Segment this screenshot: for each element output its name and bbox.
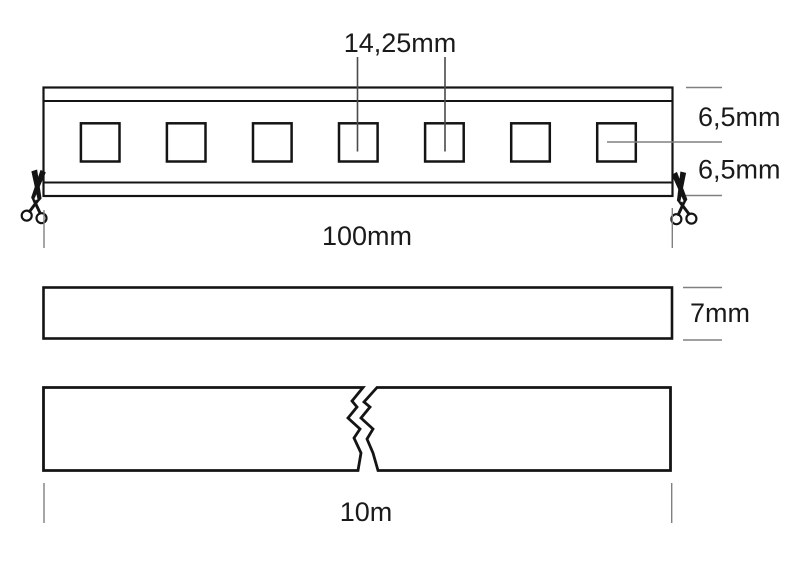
led-chip — [79, 122, 121, 163]
reel-strip-left-part — [42, 386, 366, 472]
pitch-dimension: 14,25mm — [344, 28, 457, 152]
scissors-right-icon — [670, 171, 698, 226]
pitch-label: 14,25mm — [344, 28, 457, 58]
segment-length-label: 100mm — [322, 221, 412, 251]
scissors-left-icon — [20, 169, 48, 225]
segment-length-dimension: 100mm — [43, 208, 673, 251]
reel-length-label: 10m — [340, 497, 393, 527]
led-row — [79, 122, 638, 163]
reel-strip-right-part — [359, 386, 672, 472]
side-strip-outline — [42, 286, 674, 340]
side-view-strip: 7mm — [42, 286, 750, 341]
strip-width-label: 7mm — [690, 298, 750, 328]
lower-width-label: 6,5mm — [698, 155, 781, 185]
upper-width-label: 6,5mm — [698, 102, 781, 132]
led-chip — [165, 122, 207, 163]
led-chip — [251, 122, 293, 163]
led-chip — [509, 122, 552, 163]
width-dimensions: 6,5mm 6,5mm — [607, 86, 781, 197]
reel-view-strip: 10m — [42, 386, 673, 527]
